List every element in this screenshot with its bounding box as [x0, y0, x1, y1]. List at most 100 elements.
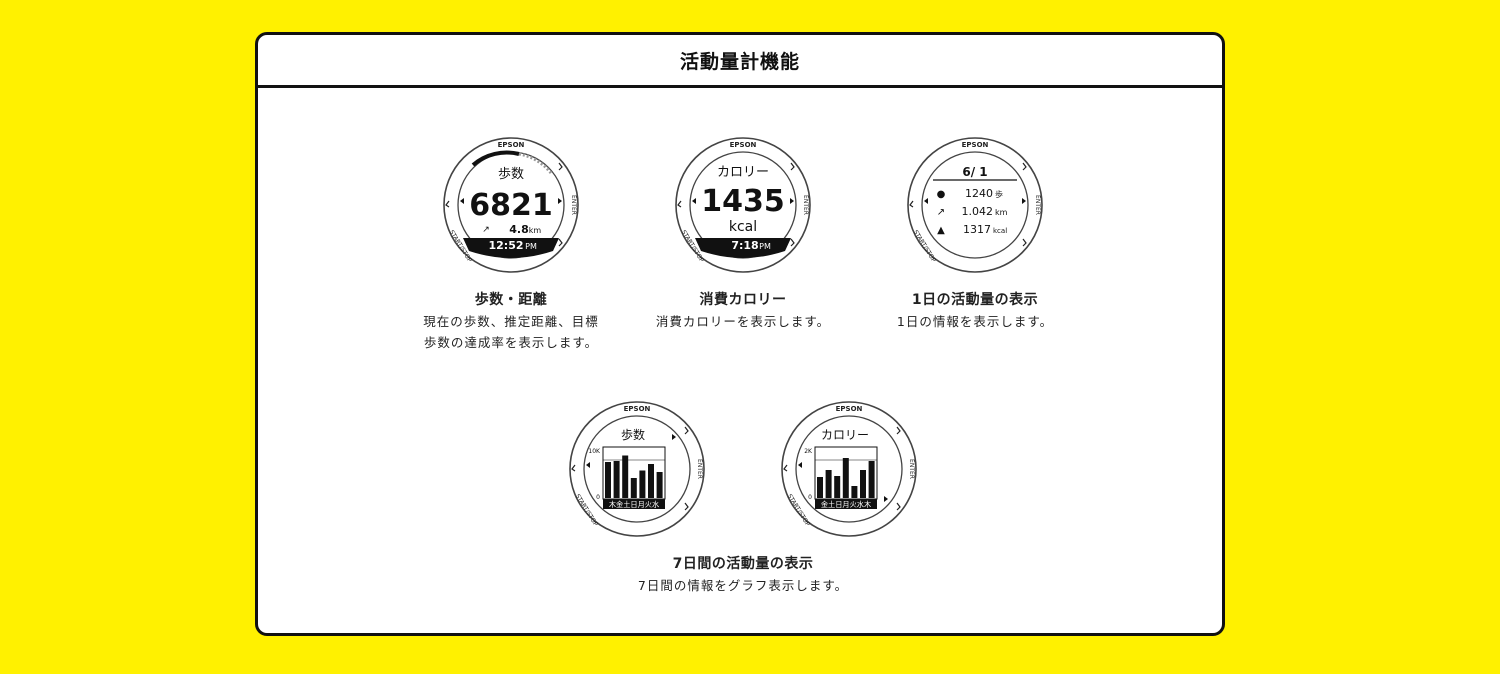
watch-steps-distance: EPSON ENTER START/STOP 歩数 6821 ↗ 4.8 km …: [443, 137, 579, 273]
feature-steps-distance: EPSON ENTER START/STOP 歩数 6821 ↗ 4.8 km …: [406, 135, 616, 353]
days-labels: 木金土日月火水: [609, 500, 659, 509]
graph-label: 歩数: [621, 427, 645, 442]
graph-bar: [868, 461, 875, 498]
feature-description: 消費カロリーを表示します。: [655, 314, 831, 329]
activity-meter-card: 活動量計機能 EPSON ENTER START/STOP 歩数 6821 ↗ …: [255, 32, 1225, 636]
date-value: 6/ 1: [962, 165, 987, 179]
distance-unit: km: [995, 208, 1008, 217]
days-bar: [603, 499, 665, 509]
feature-title: 7日間の活動量の表示: [672, 556, 814, 572]
chevron-down-icon: [790, 238, 795, 247]
flame-icon: ▲: [937, 225, 945, 236]
graph-bar: [622, 455, 629, 498]
chevron-up-icon: [790, 162, 795, 171]
graph-bars: [817, 458, 875, 498]
watch-calories: EPSON ENTER START/STOP カロリー 1435 kcal 7:…: [675, 137, 811, 273]
screen-label: 歩数: [498, 167, 524, 182]
card-header: 活動量計機能: [258, 35, 1222, 88]
feature-title: 消費カロリー: [699, 292, 787, 308]
calories-unit: kcal: [729, 219, 757, 235]
left-marker-icon: [924, 198, 928, 204]
enter-label: ENTER: [696, 459, 703, 479]
back-arrow-icon: [783, 464, 788, 472]
chevron-up-icon: [558, 162, 563, 171]
chevron-down-icon: [896, 502, 901, 511]
graph-bars: [605, 455, 663, 498]
graph-bar: [656, 472, 663, 498]
chevron-up-icon: [684, 426, 689, 435]
back-arrow-icon: [677, 200, 682, 208]
left-marker-icon: [586, 462, 590, 468]
time-bar: [463, 238, 559, 258]
calories-value: 1435: [701, 184, 785, 219]
up-marker-icon: [672, 434, 676, 440]
graph-bar: [639, 470, 646, 498]
brand-label: EPSON: [836, 405, 863, 413]
footprint-icon: ●: [937, 189, 946, 200]
watch-weekly-calories: EPSON ENTER START/STOP カロリー 2K 0 金土日月火水木: [781, 401, 917, 537]
page-title: 活動量計機能: [679, 50, 800, 73]
distance-value: 1.042: [962, 205, 994, 218]
graph-bar: [817, 477, 823, 498]
days-labels: 金土日月火水木: [821, 500, 871, 509]
time-suffix: PM: [525, 242, 537, 251]
right-marker-icon: [790, 198, 794, 204]
chevron-down-icon: [684, 502, 689, 511]
days-bar: [815, 499, 877, 509]
right-marker-icon: [558, 198, 562, 204]
enter-label: ENTER: [908, 459, 915, 479]
calories-value: 1317: [963, 223, 991, 236]
graph-bar: [842, 458, 849, 498]
back-arrow-icon: [571, 464, 576, 472]
calories-unit: kcal: [993, 227, 1007, 235]
watch-weekly-steps: EPSON ENTER START/STOP 歩数 10K 0 木金土日月火水: [569, 401, 705, 537]
graph-bar: [630, 478, 637, 498]
time-value: 12:52: [488, 239, 523, 252]
feature-description: 1日の情報を表示します。: [896, 314, 1054, 329]
time-bar: [695, 238, 791, 258]
distance-icon: ↗: [482, 225, 490, 235]
time-value: 7:18: [731, 239, 758, 252]
chevron-up-icon: [896, 426, 901, 435]
feature-title: 歩数・距離: [474, 292, 548, 308]
brand-label: EPSON: [730, 141, 757, 149]
y-max-label: 2K: [804, 448, 813, 455]
enter-label: ENTER: [802, 195, 809, 215]
graph-bar: [834, 476, 841, 498]
watch-daily-activity: EPSON ENTER START/STOP 6/ 1 ● 1240 歩 ↗ 1…: [907, 137, 1043, 273]
screen-label: カロリー: [717, 165, 769, 180]
feature-description: 7日間の情報をグラフ表示します。: [637, 578, 849, 593]
back-arrow-icon: [909, 200, 914, 208]
steps-value: 6821: [469, 188, 553, 223]
graph-bar: [851, 486, 858, 498]
feature-weekly-activity: EPSON ENTER START/STOP 歩数 10K 0 木金土日月火水: [548, 399, 938, 596]
graph-label: カロリー: [821, 428, 869, 442]
left-marker-icon: [798, 462, 802, 468]
feature-calories: EPSON ENTER START/STOP カロリー 1435 kcal 7:…: [638, 135, 848, 332]
left-marker-icon: [692, 198, 696, 204]
y-min-label: 0: [808, 494, 812, 501]
brand-label: EPSON: [962, 141, 989, 149]
distance-icon: ↗: [937, 207, 945, 218]
feature-daily-activity: EPSON ENTER START/STOP 6/ 1 ● 1240 歩 ↗ 1…: [870, 135, 1080, 332]
right-marker-icon: [1022, 198, 1026, 204]
goal-progress-arc: [471, 150, 520, 167]
down-marker-icon: [884, 496, 888, 502]
brand-label: EPSON: [498, 141, 525, 149]
left-marker-icon: [460, 198, 464, 204]
graph-bar: [605, 462, 611, 498]
chevron-down-icon: [558, 238, 563, 247]
feature-title: 1日の活動量の表示: [911, 292, 1039, 308]
time-suffix: PM: [759, 242, 771, 251]
distance-unit: km: [529, 226, 542, 235]
chevron-up-icon: [1022, 162, 1027, 171]
graph-bar: [825, 470, 832, 498]
graph-bar: [648, 464, 654, 498]
steps-value: 1240: [965, 187, 993, 200]
enter-label: ENTER: [570, 195, 577, 215]
feature-description: 現在の歩数、推定距離、目標 歩数の達成率を表示します。: [423, 314, 599, 350]
y-max-label: 10K: [588, 448, 601, 455]
distance-value: 4.8: [509, 223, 529, 236]
chevron-down-icon: [1022, 238, 1027, 247]
steps-unit: 歩: [995, 189, 1003, 199]
